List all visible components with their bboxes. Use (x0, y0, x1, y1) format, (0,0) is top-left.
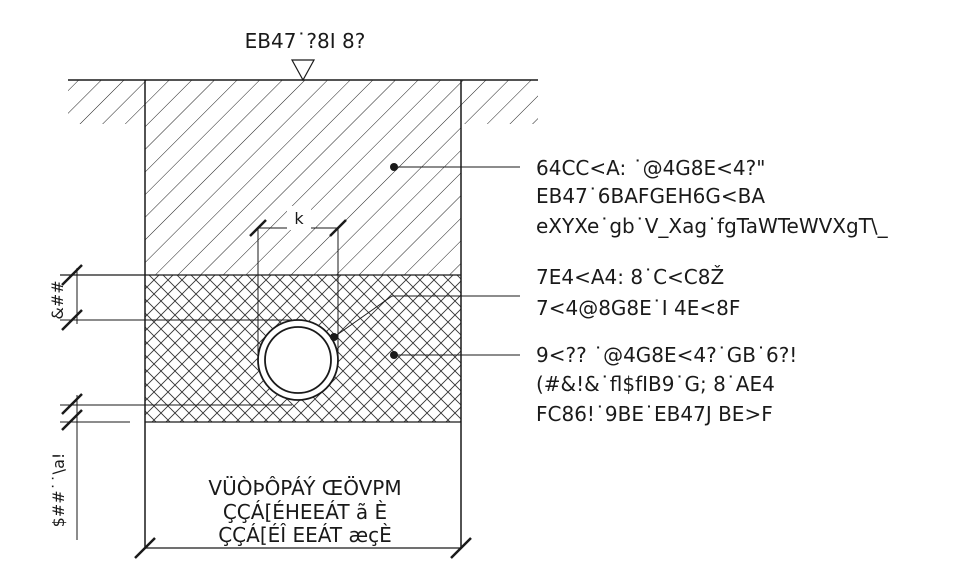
ground-hatch-right (461, 80, 538, 124)
k-dimension: k (249, 206, 347, 360)
bottom-line-1: VÜÒÞÔPÁÝ ŒÖVPM (208, 476, 401, 500)
level-triangle-icon (290, 59, 316, 82)
callout-2-line-1: 7E4<A4: 8˙C<C8Ž (536, 265, 724, 289)
callout-pipe-text: 7E4<A4: 8˙C<C8Ž 7<4@8G8E˙I 4E<8F (536, 265, 740, 320)
trench-bottom-area (145, 422, 461, 546)
top-marker: EB47˙?8I 8? (245, 29, 366, 82)
callout-3-line-2: (#&!&˙fl$fIB9˙G; 8˙AE4 (536, 372, 775, 396)
left-dimension-lower-label: $##˙˙\a! (49, 453, 68, 528)
callout-bedding-text: 9<?? ˙@4G8E<4?˙GB˙6?! (#&!&˙fl$fIB9˙G; 8… (536, 343, 797, 426)
dimension-tick-left (134, 537, 156, 559)
left-dimension-lower: $##˙˙\a! (49, 393, 292, 540)
dimension-tick-right (450, 537, 472, 559)
left-dimension-upper: &## (48, 264, 292, 331)
callout-2-line-2: 7<4@8G8E˙I 4E<8F (536, 296, 740, 320)
callout-backfill-leader (390, 163, 520, 171)
callout-3-line-1: 9<?? ˙@4G8E<4?˙GB˙6?! (536, 343, 797, 367)
top-label: EB47˙?8I 8? (245, 29, 366, 53)
bottom-line-2: ÇÇÁ[ÉHEEÁT ã È (223, 500, 387, 524)
callout-1-line-1: 64CC<A: ˙@4G8E<4?" (536, 156, 765, 180)
trench-width-label: VÜÒÞÔPÁÝ ŒÖVPM ÇÇÁ[ÉHEEÁT ã È ÇÇÁ[ÉÎ EEÁ… (208, 476, 401, 547)
dimension-k-label: k (294, 209, 304, 228)
pipe (257, 319, 339, 401)
callout-3-line-3: FC86!˙9BE˙EB47J BE>F (536, 402, 773, 426)
backfill-zone (145, 80, 461, 275)
bottom-line-3: ÇÇÁ[ÉÎ EEÁT æçÈ (218, 523, 392, 547)
left-dimension-upper-label: &## (48, 280, 67, 319)
callout-pipe-leader (330, 295, 520, 341)
ground-hatch-left (68, 80, 145, 124)
callout-bedding-leader (390, 351, 520, 359)
callout-backfill-text: 64CC<A: ˙@4G8E<4?" EB47˙6BAFGEH6G<BA eXY… (536, 156, 889, 238)
callout-1-line-2: EB47˙6BAFGEH6G<BA (536, 184, 765, 208)
callout-1-line-3: eXYXe˙gb˙V_Xag˙fgTaWTeWVXgT\_ (536, 214, 889, 238)
